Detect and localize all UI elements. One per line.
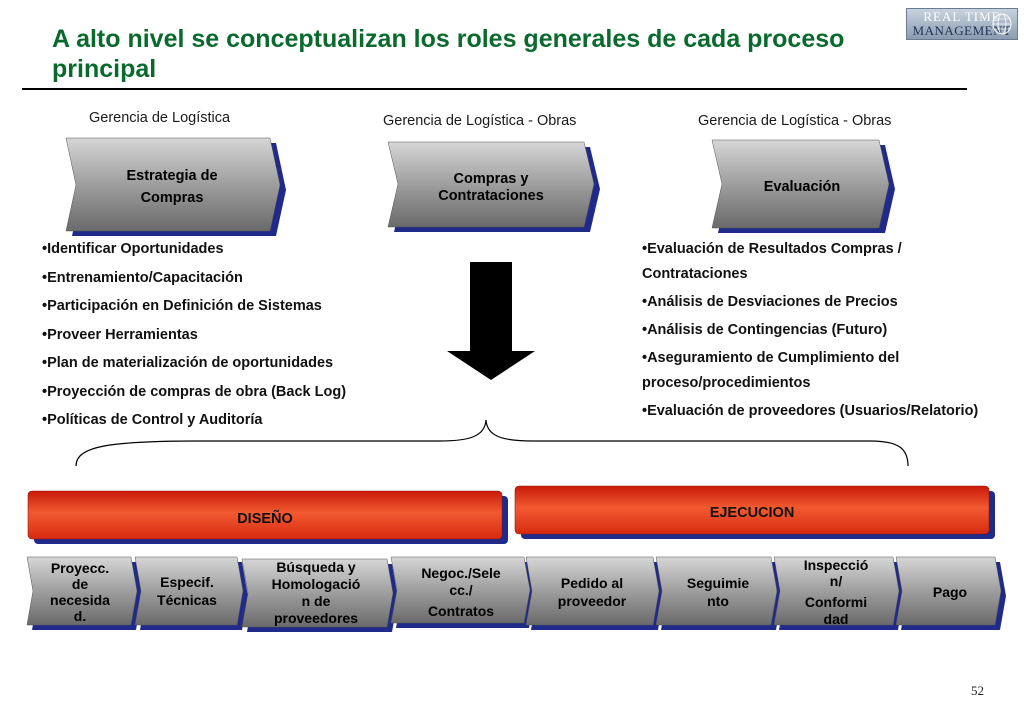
department-label-purchases: Gerencia de Logística - Obras [383,113,577,129]
list-item: •Aseguramiento de Cumplimiento del proce… [642,350,900,391]
role-label-evaluation: Evaluación [764,179,841,195]
logo-line-2: MANAGEMENT [912,23,1012,38]
step-3-line-4: proveedores [274,610,358,626]
step-2-line-2: Técnicas [157,592,217,608]
list-item: •Entrenamiento/Capacitación [42,269,243,286]
phase-bar-design: DISEÑO [27,490,508,544]
phase-bar-execution: EJECUCION [514,485,995,539]
role-chevron-strategy: Estrategia de Compras [65,137,286,236]
list-item: •Identificar Oportunidades [42,241,224,257]
step-1-line-4: d. [74,608,86,624]
step-1-line-3: necesida [50,592,110,608]
page-title: A alto nivel se conceptualizan los roles… [52,25,845,83]
strategy-responsibilities-list: •Identificar Oportunidades •Entrenamient… [42,235,346,435]
step-3-line-1: Búsqueda y [276,559,356,575]
step-4-line-3: Contratos [428,603,494,619]
down-arrow-icon [447,262,535,380]
globe-icon [992,13,1012,35]
phase-label-design: DISEÑO [237,509,293,527]
page-number: 52 [971,683,984,698]
process-step-follow-up: Seguimie nto [655,556,782,630]
role-chevron-evaluation: Evaluación [711,139,895,233]
grouping-brace [75,419,909,467]
step-5-line-2: proveedor [558,593,627,609]
step-3-line-3: n de [302,593,331,609]
step-4-line-2: cc./ [449,582,472,598]
role-label-purchases-1: Compras y [454,171,529,187]
role-label-purchases-2: Contrataciones [438,188,544,204]
step-7-line-1: Inspecció [804,557,869,573]
list-item: •Evaluación de Resultados Compras / Cont… [642,241,902,282]
role-label-strategy-1: Estrategia de [126,168,217,184]
list-item: •Políticas de Control y Auditoría [42,412,263,428]
process-step-needs-projection: Proyecc. de necesida d. [26,556,142,630]
logo-line-1: REAL TIME [923,9,1001,24]
process-step-technical-specs: Especif. Técnicas [134,556,248,630]
evaluation-responsibilities-list: •Evaluación de Resultados Compras / Cont… [642,237,1018,427]
process-step-supplier-order: Pedido al proveedor [525,556,664,630]
department-label-strategy: Gerencia de Logística [89,110,231,126]
process-step-negotiation: Negoc./Sele cc./ Contratos [390,556,535,628]
role-label-strategy-2: Compras [141,190,204,206]
process-step-supplier-search: Búsqueda y Homologació n de proveedores [241,558,398,632]
step-3-line-2: Homologació [272,576,361,592]
phase-label-execution: EJECUCION [710,505,795,521]
title-divider [22,88,967,90]
list-item: •Proveer Herramientas [42,326,198,343]
list-item: •Evaluación de proveedores (Usuarios/Rel… [642,403,979,419]
department-label-evaluation: Gerencia de Logística - Obras [698,113,892,129]
step-6-line-2: nto [707,593,729,609]
step-5-line-1: Pedido al [561,575,623,591]
step-7-line-2: n/ [830,573,843,589]
step-1-line-2: de [72,576,89,592]
step-8-line-1: Pago [933,584,967,600]
list-item: •Plan de materialización de oportunidade… [42,355,334,371]
step-1-line-1: Proyecc. [51,560,109,576]
step-7-line-3: Conformi [805,594,867,610]
list-item: •Proyección de compras de obra (Back Log… [42,383,347,400]
step-7-line-4: dad [824,611,849,627]
list-item: •Análisis de Desviaciones de Precios [642,294,898,310]
role-chevron-purchases: Compras y Contrataciones [387,141,600,232]
company-logo: REAL TIME MANAGEMENT [906,8,1018,40]
process-step-inspection: Inspecció n/ Conformi dad [773,556,904,630]
list-item: •Análisis de Contingencias (Futuro) [642,322,888,338]
step-6-line-1: Seguimie [687,575,749,591]
process-step-payment: Pago [895,556,1006,630]
list-item: •Participación en Definición de Sistemas [42,298,322,314]
step-4-line-1: Negoc./Sele [421,565,501,581]
step-2-line-1: Especif. [160,574,214,590]
